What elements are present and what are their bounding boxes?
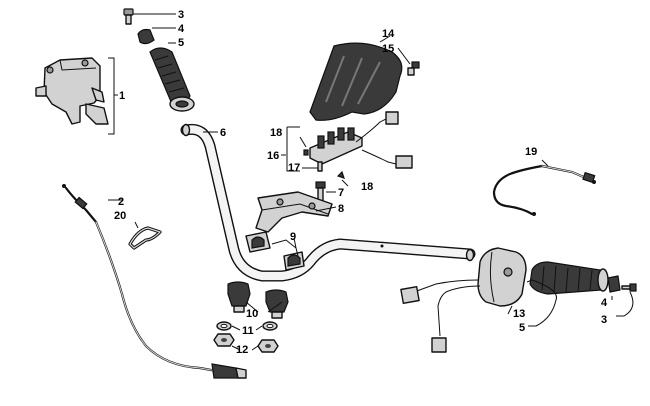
- callout-8: 8: [338, 203, 344, 215]
- windshield: [309, 35, 403, 121]
- callout-3a: 3: [178, 9, 184, 21]
- callout-10: 10: [246, 308, 258, 320]
- callout-5a: 5: [178, 37, 184, 49]
- handlebar-grip-left: [149, 42, 195, 112]
- callout-7: 7: [338, 187, 344, 199]
- throttle-cable: [62, 184, 247, 379]
- callout-20: 20: [114, 210, 126, 222]
- handlebar: [180, 123, 476, 282]
- callout-4b: 4: [601, 297, 608, 309]
- callout-16: 16: [267, 150, 279, 162]
- callout-19: 19: [525, 146, 537, 158]
- callout-3b: 3: [601, 314, 607, 326]
- callout-13: 13: [513, 308, 525, 320]
- callout-11: 11: [242, 325, 254, 337]
- callout-6: 6: [220, 127, 226, 139]
- callout-4a: 4: [178, 23, 185, 35]
- callout-14: 14: [382, 28, 395, 40]
- nuts: [213, 333, 279, 353]
- grip-end-screw-right: [616, 283, 637, 317]
- grip-end-screw-left: [123, 8, 176, 25]
- callout-2: 2: [118, 196, 124, 208]
- callout-18a: 18: [270, 127, 282, 139]
- handlebar-risers: [227, 281, 289, 319]
- callout-9: 9: [290, 231, 296, 243]
- callout-5b: 5: [519, 322, 525, 334]
- brake-cable: [492, 159, 596, 216]
- callout-17: 17: [288, 162, 300, 174]
- handlebar-grip-right: [526, 261, 609, 327]
- grip-end-cap-left: [137, 27, 176, 45]
- callout-18b: 18: [361, 181, 373, 193]
- grip-end-cap-right: [607, 275, 621, 300]
- upper-clamps: [245, 231, 305, 271]
- control-housing: [400, 247, 527, 353]
- callout-15: 15: [382, 43, 394, 55]
- windshield-screw: [397, 47, 420, 76]
- cable-strap: [128, 221, 162, 250]
- callouts: 1 2 3 3 4 4 5 5 6 7 8 9 10 11 12 13 14 1…: [114, 9, 608, 356]
- mount-bracket: [255, 191, 337, 233]
- throttle-housing: [35, 57, 118, 135]
- callout-1: 1: [119, 90, 125, 102]
- washers: [216, 321, 278, 331]
- switch-assembly: [281, 111, 413, 187]
- callout-12: 12: [236, 344, 248, 356]
